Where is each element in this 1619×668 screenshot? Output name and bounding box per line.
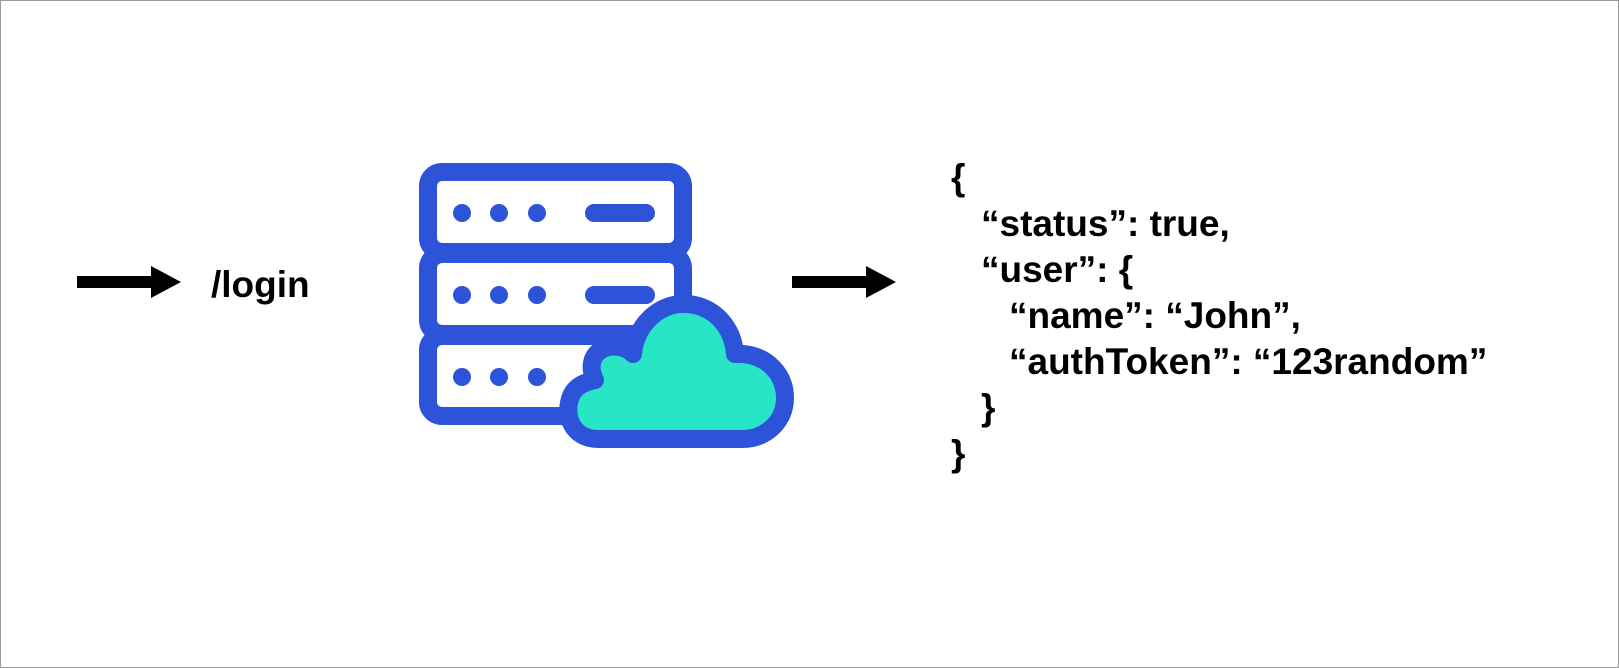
request-arrow-icon xyxy=(77,266,181,298)
server-cloud-icon xyxy=(419,163,794,448)
json-line-status: “status”: true, xyxy=(981,203,1230,244)
json-line-auth-token: “authToken”: “123random” xyxy=(1009,341,1488,382)
server-rack xyxy=(419,163,692,425)
json-line-close-brace: } xyxy=(951,433,966,474)
json-line-name: “name”: “John”, xyxy=(1009,295,1301,336)
json-line-user-open: “user”: { xyxy=(981,249,1134,290)
endpoint-label: /login xyxy=(211,264,310,305)
response-arrow-icon xyxy=(792,266,896,298)
json-line-open-brace: { xyxy=(951,157,966,198)
cloud-icon xyxy=(559,294,794,448)
json-line-user-close: } xyxy=(981,387,996,428)
server-indicators xyxy=(453,204,655,386)
